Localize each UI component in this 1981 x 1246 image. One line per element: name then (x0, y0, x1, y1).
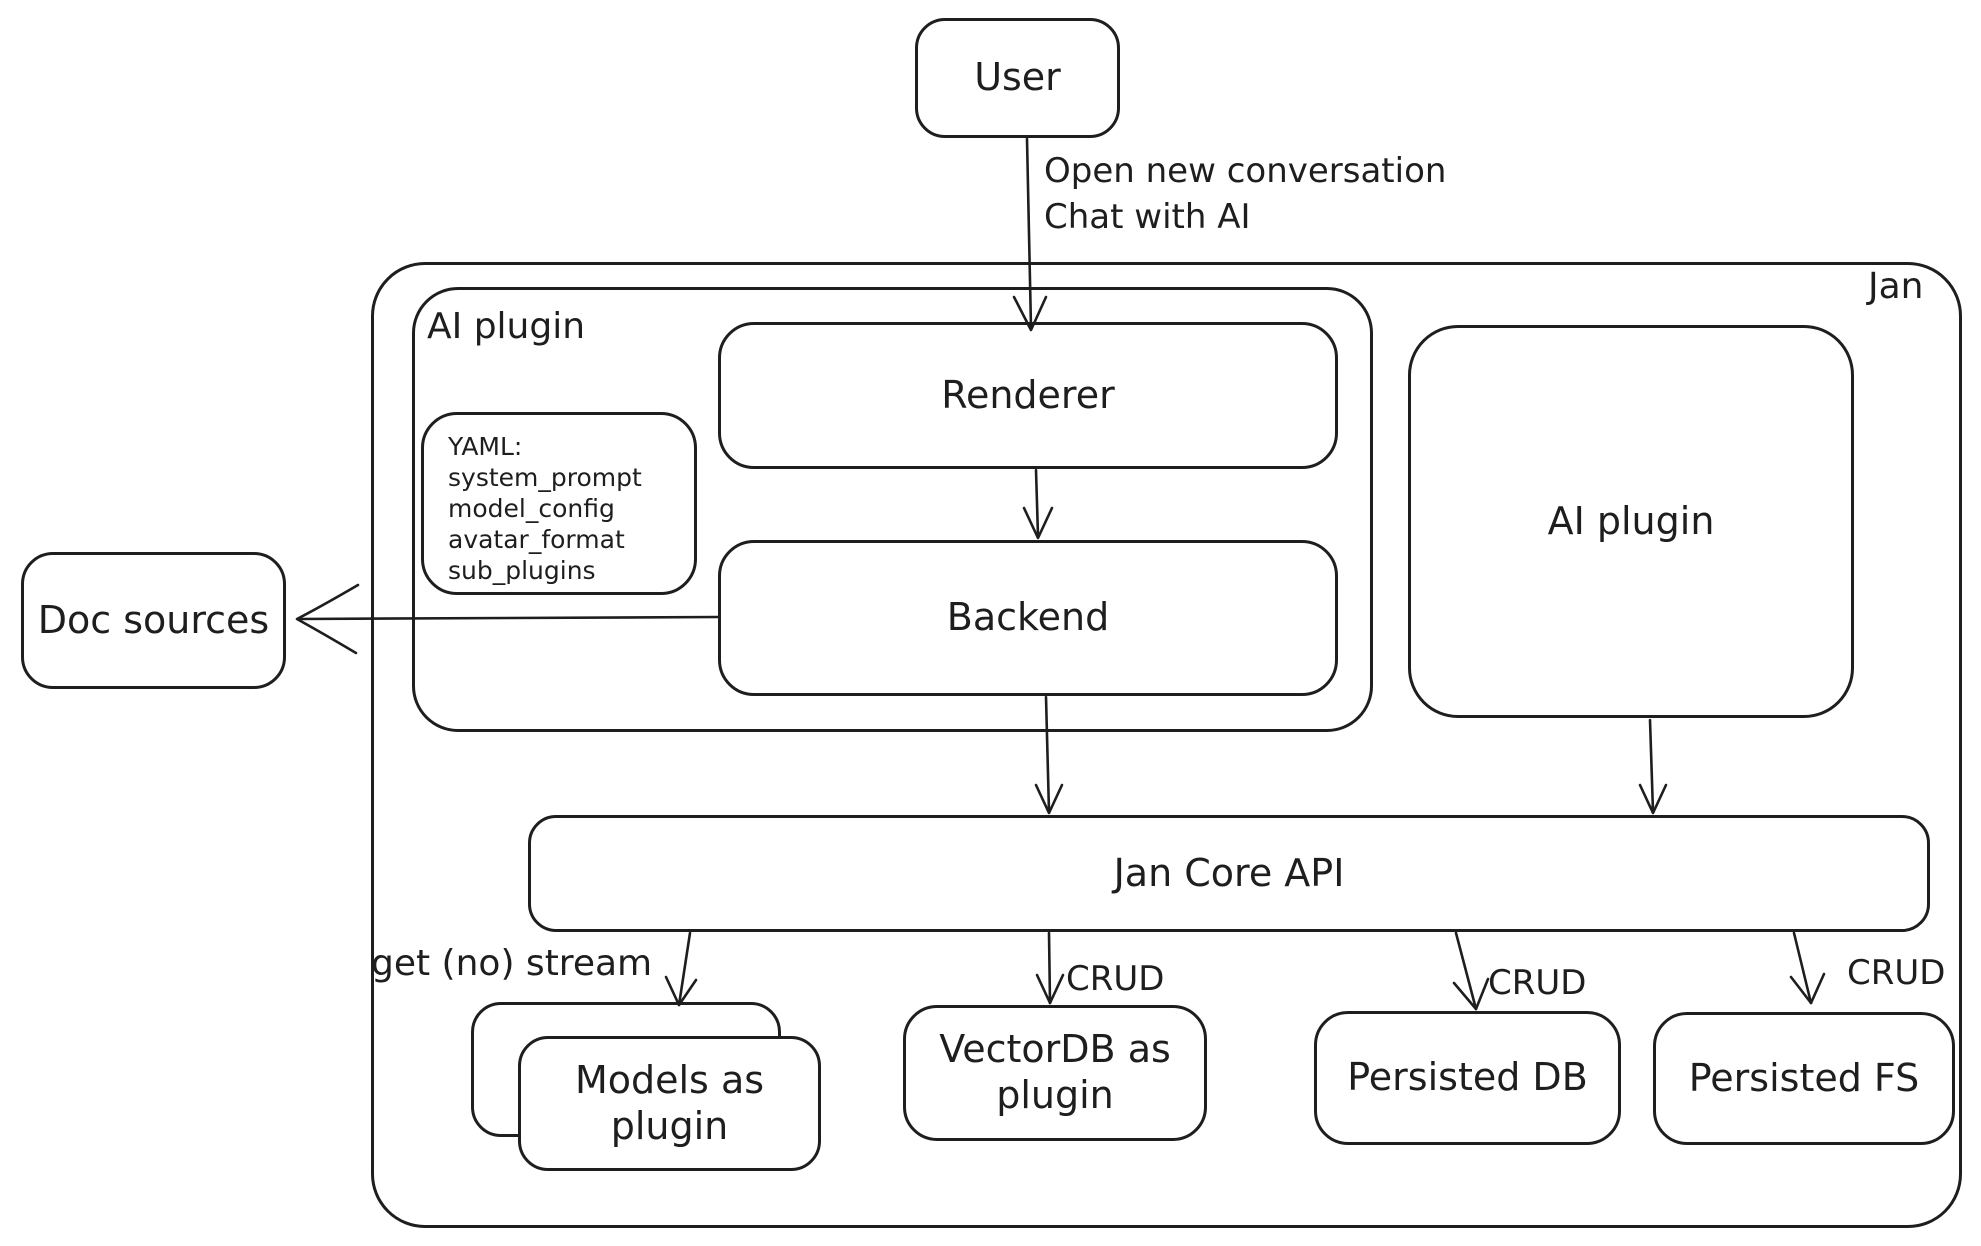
ai-plugin-right-node-label: AI plugin (1547, 498, 1715, 543)
persisted-fs-node: Persisted FS (1653, 1012, 1955, 1145)
backend-node: Backend (718, 540, 1338, 696)
jan-container (371, 262, 1962, 1228)
ai-plugin-container-label: AI plugin (427, 306, 586, 347)
renderer-node-label: Renderer (941, 372, 1115, 417)
edge-label-crud-persisted-db: CRUD (1488, 963, 1587, 1003)
edge-label-open-new-conversation: Open new conversation (1044, 151, 1447, 191)
edge-label-chat-with-ai: Chat with AI (1044, 197, 1251, 237)
jan-core-api-node: Jan Core API (528, 815, 1930, 932)
user-node-label: User (974, 55, 1061, 100)
yaml-note-line: YAML: (448, 432, 523, 461)
persisted-fs-node-label: Persisted FS (1688, 1055, 1920, 1100)
edge-label-get-no-stream: get (no) stream (371, 943, 653, 984)
models-as-plugin-node: Models as plugin (518, 1036, 821, 1171)
vectordb-as-plugin-node: VectorDB as plugin (903, 1005, 1207, 1141)
jan-container-label: Jan (1868, 266, 1924, 307)
renderer-node: Renderer (718, 322, 1338, 469)
ai-plugin-container (412, 287, 1373, 732)
yaml-note-line: system_prompt (448, 463, 642, 492)
edge-label-crud-persisted-fs: CRUD (1847, 953, 1946, 993)
edge-label-crud-vectordb: CRUD (1066, 959, 1165, 999)
yaml-note-line: avatar_format (448, 525, 625, 554)
edge-label-user-to-renderer: Open new conversation Chat with AI (1044, 148, 1446, 240)
persisted-db-node: Persisted DB (1314, 1011, 1621, 1145)
jan-core-api-node-label: Jan Core API (1113, 850, 1345, 895)
vectordb-as-plugin-node-label: VectorDB as plugin (939, 1027, 1171, 1117)
models-as-plugin-node-label: Models as plugin (574, 1057, 765, 1148)
yaml-note: YAML: system_prompt model_config avatar_… (421, 412, 697, 595)
yaml-note-line: model_config (448, 494, 615, 523)
persisted-db-node-label: Persisted DB (1347, 1055, 1588, 1100)
doc-sources-node: Doc sources (21, 552, 286, 689)
yaml-note-line: sub_plugins (448, 556, 596, 585)
user-node: User (915, 18, 1120, 138)
ai-plugin-right-node: AI plugin (1408, 325, 1854, 718)
backend-node-label: Backend (946, 595, 1110, 640)
doc-sources-node-label: Doc sources (37, 597, 270, 642)
